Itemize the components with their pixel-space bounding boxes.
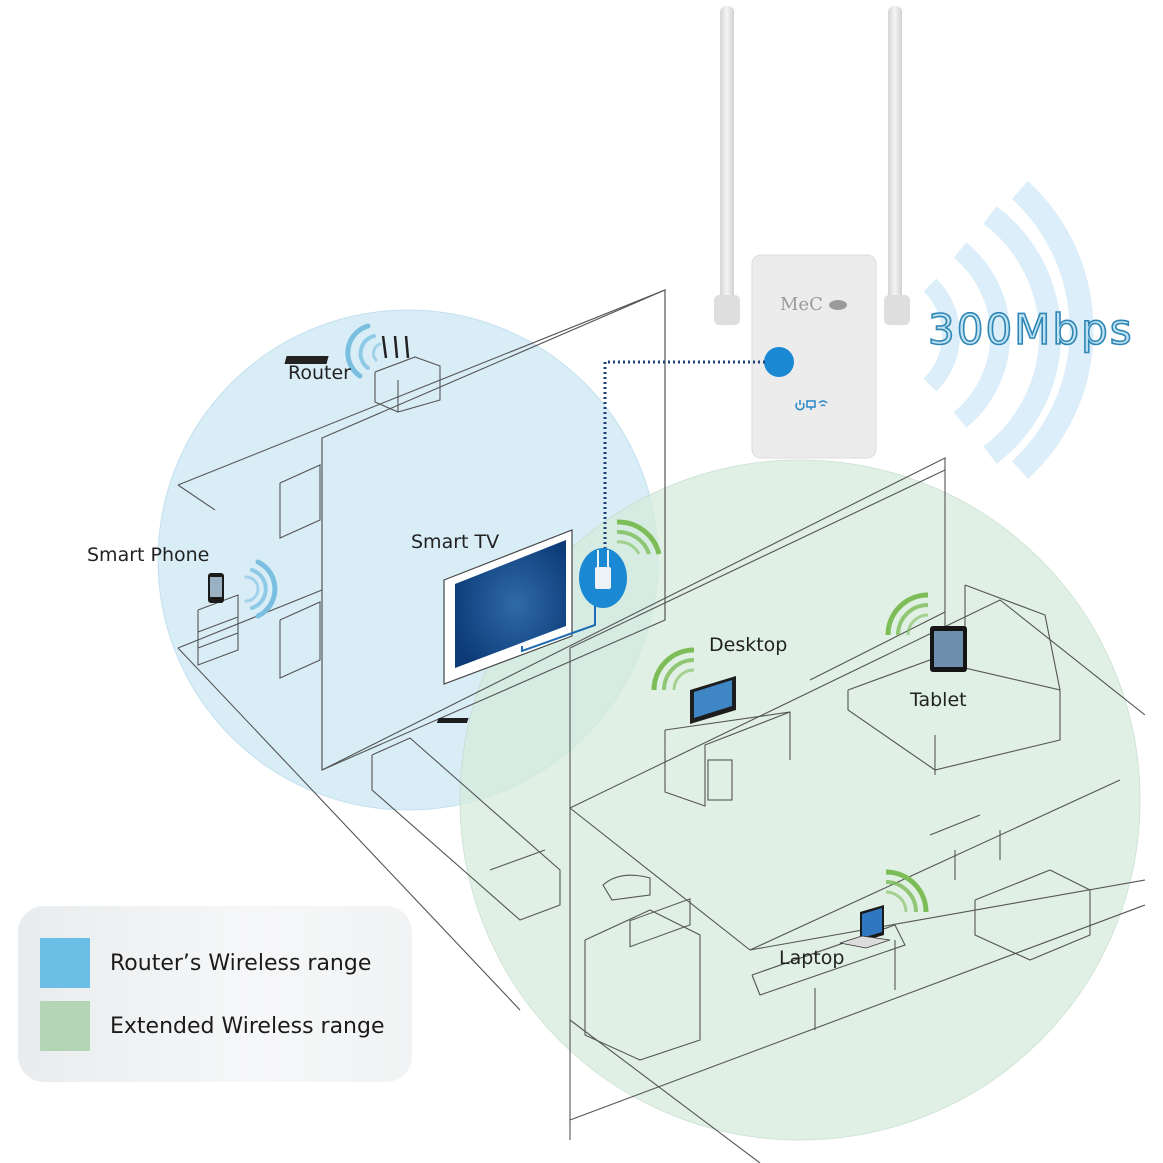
brand-logo: MeC <box>780 294 823 315</box>
device-label-desktop: Desktop <box>709 634 788 656</box>
tablet-icon <box>930 626 967 672</box>
floor-plan <box>177 289 1146 1163</box>
router-icon <box>284 335 410 364</box>
legend-swatch-router <box>40 938 90 988</box>
legend-item-router-range: Router’s Wireless range <box>40 938 371 988</box>
power-icon <box>795 400 805 411</box>
device-label-router: Router <box>288 362 351 384</box>
extender-device: MeC <box>714 6 910 459</box>
plug-in-extender-icon <box>579 548 627 608</box>
smart-phone-icon <box>208 573 224 603</box>
connection-line <box>603 360 765 568</box>
smart-tv-icon <box>443 529 596 685</box>
wifi-icon <box>818 400 828 407</box>
laptop-signal-icon <box>885 869 929 913</box>
antenna-left <box>720 6 734 306</box>
legend-item-extended-range: Extended Wireless range <box>40 1001 385 1051</box>
phone-signal-icon <box>244 559 278 619</box>
legend-label: Extended Wireless range <box>110 1013 385 1039</box>
desktop-icon <box>436 676 736 724</box>
laptop-icon <box>839 905 891 949</box>
antenna-right <box>888 6 902 306</box>
device-label-smart-tv: Smart TV <box>411 531 500 553</box>
speed-label: 300Mbps <box>927 304 1134 355</box>
device-label-tablet: Tablet <box>910 689 967 711</box>
legend: Router’s Wireless range Extended Wireles… <box>18 906 412 1082</box>
broadcast-signal-icon <box>923 181 1094 479</box>
desktop-signal-icon <box>651 647 695 691</box>
device-label-laptop: Laptop <box>779 947 845 969</box>
tablet-signal-icon <box>885 592 929 636</box>
router-signal-icon <box>345 323 382 379</box>
lan-icon <box>806 400 816 410</box>
wps-button <box>764 347 794 377</box>
device-label-smart-phone: Smart Phone <box>87 544 210 566</box>
extender-signal-icon <box>616 519 662 555</box>
legend-label: Router’s Wireless range <box>110 950 372 976</box>
legend-swatch-extended <box>40 1001 90 1051</box>
status-indicators <box>795 400 828 411</box>
